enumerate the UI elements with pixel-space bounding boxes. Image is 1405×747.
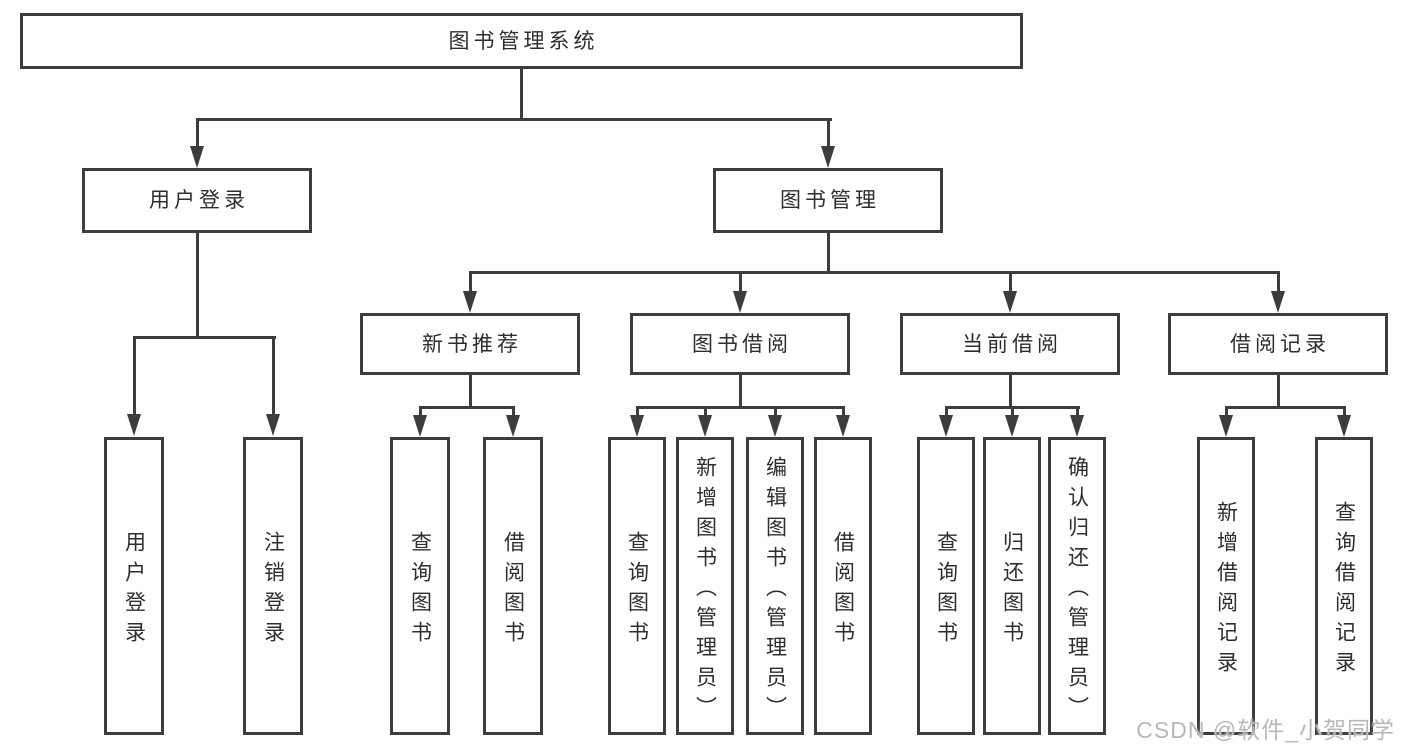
connector-vline	[826, 233, 830, 273]
connector-vline	[271, 336, 275, 416]
node-new-book-recommend: 新书推荐	[360, 313, 580, 375]
connector-vline	[1276, 271, 1280, 293]
arrowhead-down-icon	[1219, 415, 1233, 437]
arrowhead-down-icon	[1070, 415, 1084, 437]
arrowhead-down-icon	[698, 415, 712, 437]
arrowhead-down-icon	[1005, 415, 1019, 437]
arrowhead-down-icon	[768, 415, 782, 437]
connector-vline	[418, 406, 422, 418]
connector-vline	[1008, 375, 1012, 408]
leaf-current-query-books: 查询图书	[917, 437, 975, 735]
leaf-records-add-record: 新增借阅记录	[1197, 437, 1255, 735]
node-library-management-system: 图书管理系统	[20, 13, 1023, 69]
connector-vline	[132, 336, 136, 416]
node-user-login: 用户登录	[82, 168, 312, 233]
leaf-newbook-query-books: 查询图书	[390, 437, 450, 735]
connector-vline	[1075, 406, 1079, 418]
connector-vline	[703, 406, 707, 418]
arrowhead-down-icon	[630, 415, 644, 437]
connector-hline	[418, 406, 515, 409]
connector-hline	[132, 336, 276, 339]
arrowhead-down-icon	[733, 291, 747, 313]
csdn-watermark: CSDN @软件_小贺同学	[1136, 717, 1395, 743]
arrowhead-down-icon	[1337, 415, 1351, 437]
connector-vline	[468, 375, 472, 408]
node-borrow-records: 借阅记录	[1168, 313, 1388, 375]
arrowhead-down-icon	[463, 291, 477, 313]
connector-vline	[1276, 375, 1280, 408]
connector-vline	[195, 233, 199, 338]
connector-vline	[519, 69, 523, 121]
arrowhead-down-icon	[1271, 291, 1285, 313]
connector-hline	[635, 406, 845, 409]
connector-vline	[738, 375, 742, 408]
arrowhead-down-icon	[506, 415, 520, 437]
connector-vline	[773, 406, 777, 418]
arrowhead-down-icon	[127, 414, 141, 436]
connector-vline	[841, 406, 845, 418]
connector-vline	[1224, 406, 1228, 418]
connector-hline	[1224, 406, 1346, 409]
connector-vline	[635, 406, 639, 418]
connector-vline	[1008, 271, 1012, 293]
leaf-borrow-query-books: 查询图书	[608, 437, 666, 735]
connector-hline	[468, 271, 1280, 274]
arrowhead-down-icon	[836, 415, 850, 437]
node-current-borrow: 当前借阅	[900, 313, 1120, 375]
leaf-borrow-borrow-books: 借阅图书	[814, 437, 872, 735]
connector-vline	[826, 118, 830, 146]
arrowhead-down-icon	[939, 415, 953, 437]
connector-vline	[1342, 406, 1346, 418]
leaf-borrow-edit-books-admin: 编辑图书（管理员）	[746, 437, 804, 735]
leaf-current-confirm-return-admin: 确认归还（管理员）	[1048, 437, 1106, 735]
node-book-management: 图书管理	[713, 168, 943, 233]
connector-vline	[468, 271, 472, 293]
arrowhead-down-icon	[266, 414, 280, 436]
leaf-records-query-record: 查询借阅记录	[1315, 437, 1373, 735]
connector-vline	[511, 406, 515, 418]
arrowhead-down-icon	[190, 146, 204, 168]
leaf-borrow-add-books-admin: 新增图书（管理员）	[676, 437, 734, 735]
arrowhead-down-icon	[413, 415, 427, 437]
leaf-user-login: 用户登录	[104, 437, 164, 735]
connector-vline	[944, 406, 948, 418]
leaf-newbook-borrow-books: 借阅图书	[483, 437, 543, 735]
connector-hline	[196, 118, 832, 121]
arrowhead-down-icon	[821, 146, 835, 168]
arrowhead-down-icon	[1003, 291, 1017, 313]
connector-vline	[195, 118, 199, 146]
leaf-logout: 注销登录	[243, 437, 303, 735]
connector-vline	[738, 271, 742, 293]
leaf-current-return-books: 归还图书	[983, 437, 1041, 735]
connector-vline	[1010, 406, 1014, 418]
node-book-borrow: 图书借阅	[630, 313, 850, 375]
